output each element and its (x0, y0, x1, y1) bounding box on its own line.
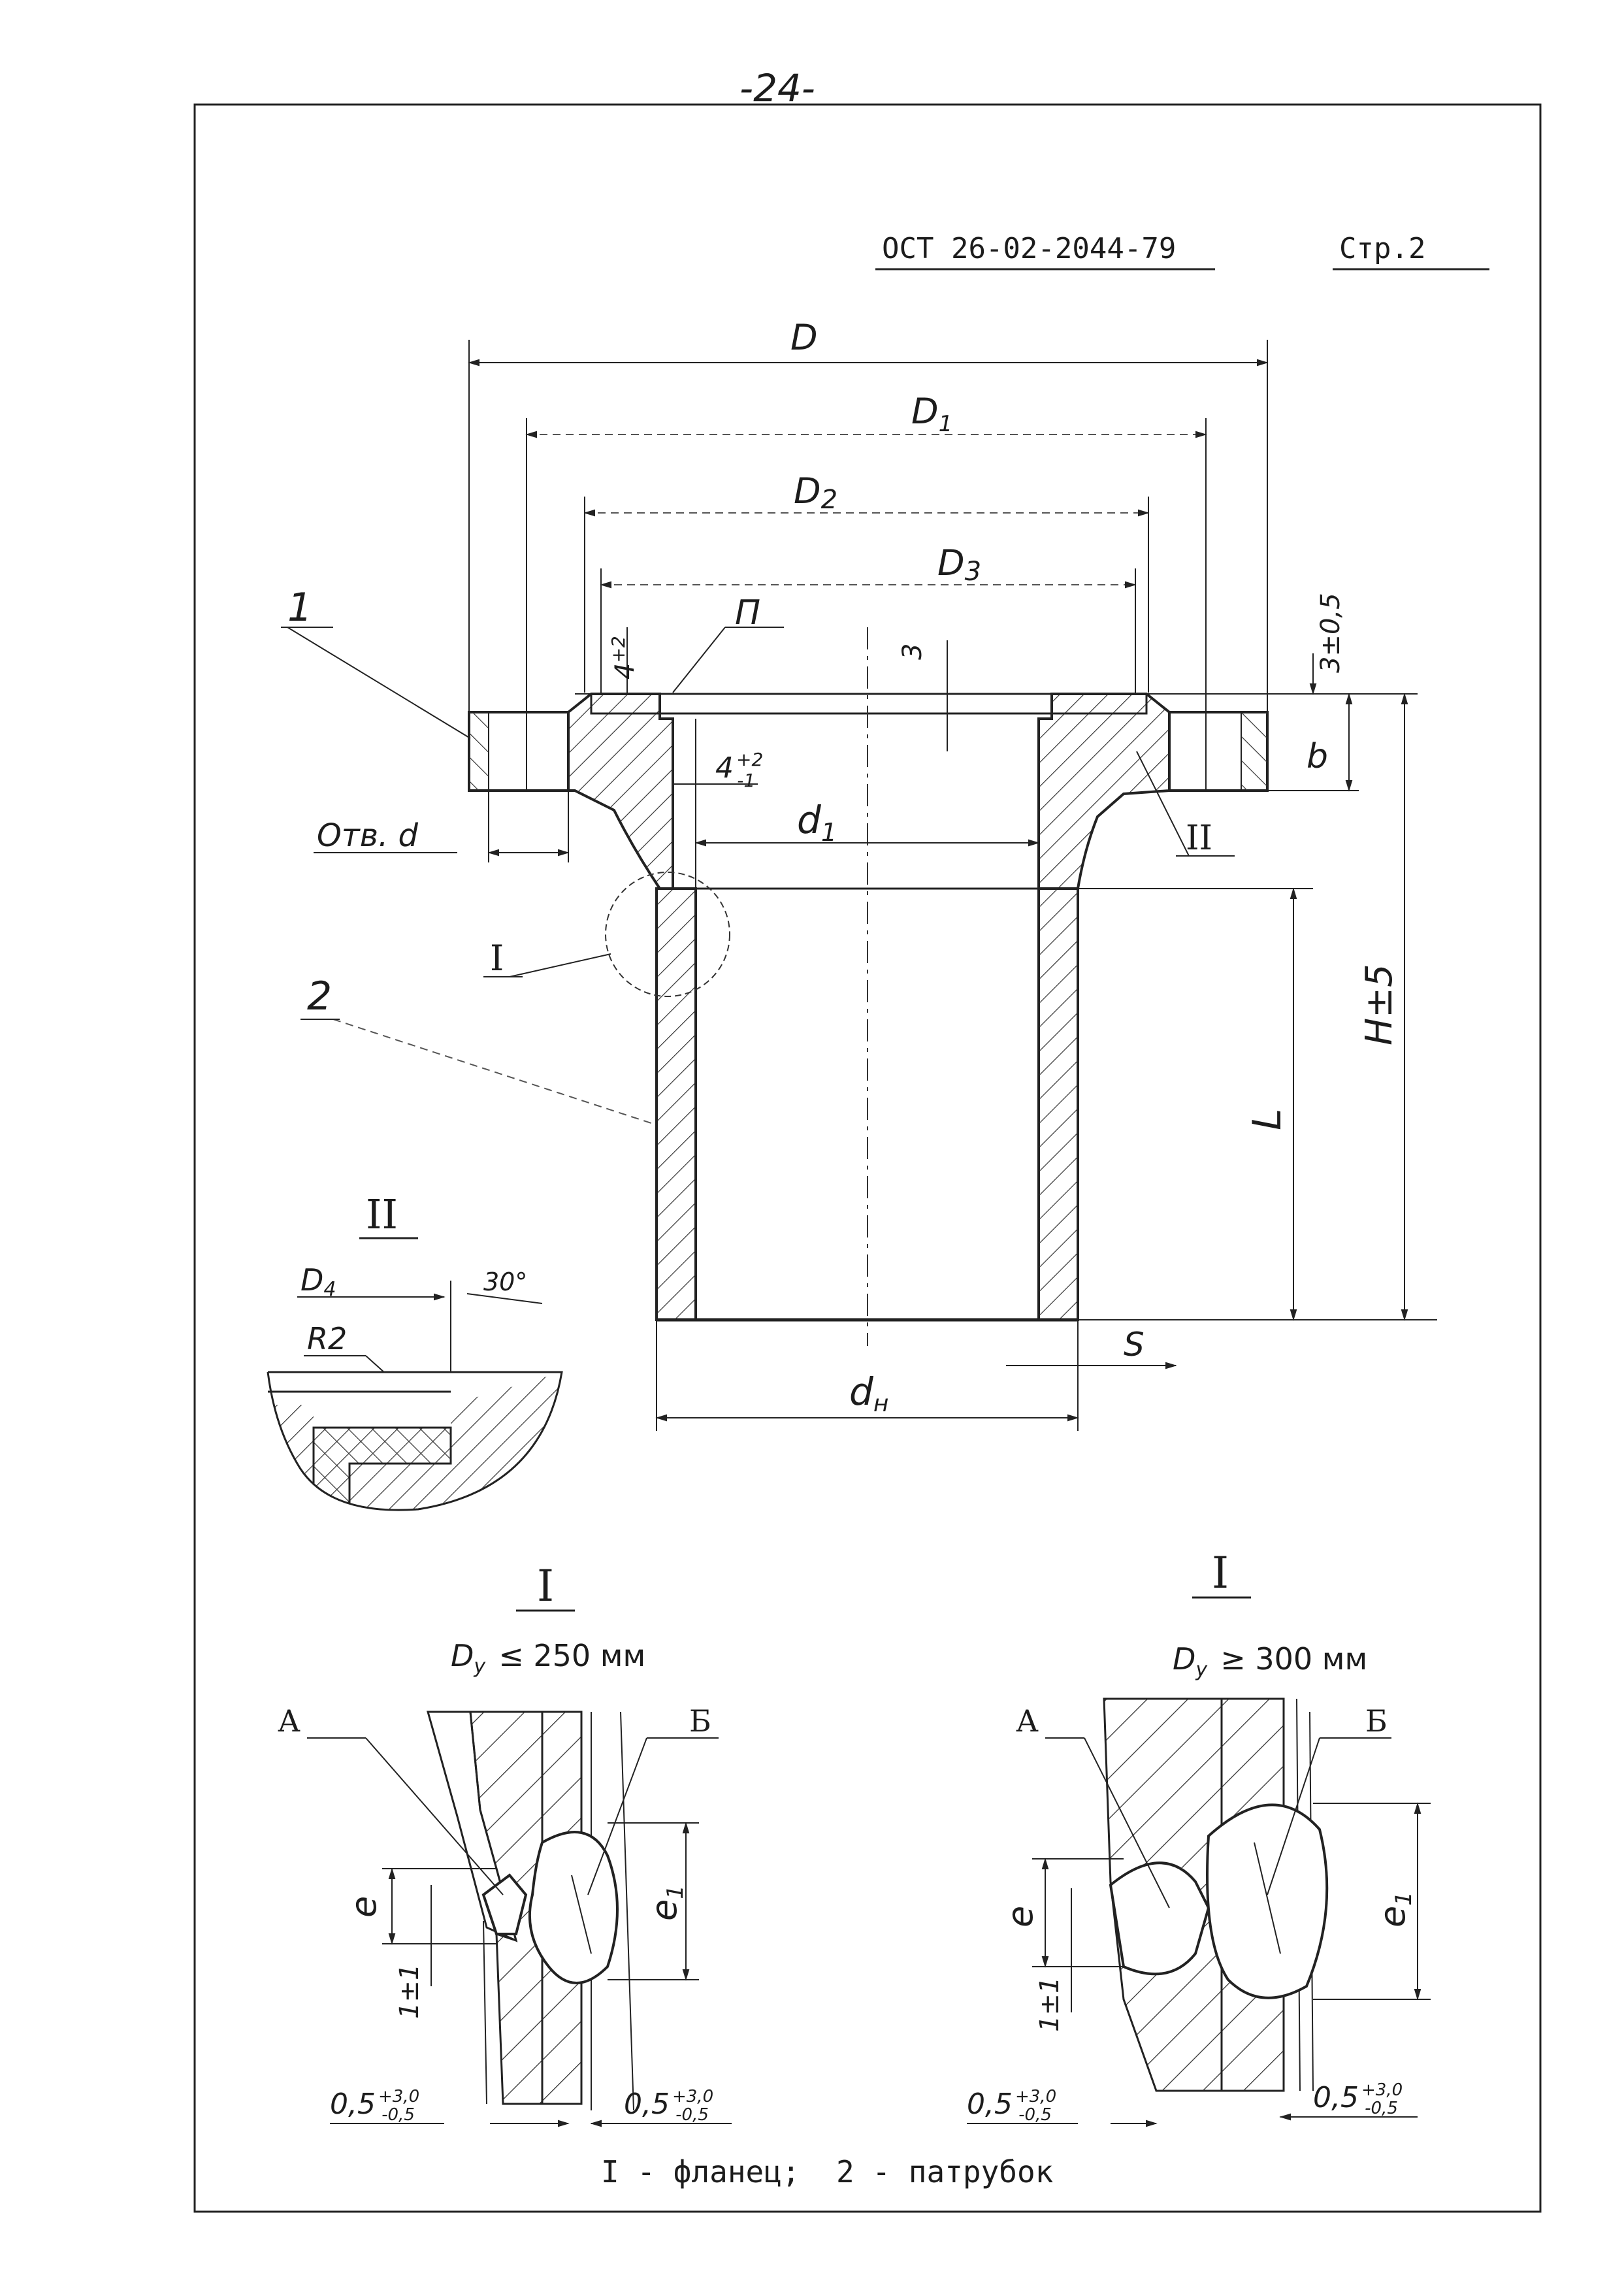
detail-left-gap-right: 0,5+3,0-0,5 (624, 2087, 713, 2125)
detail-right-e1: e1 (1372, 1892, 1417, 1927)
detail-left-one: 1±1 (395, 1964, 425, 2019)
detail-I-right: I Dу≥ 300 мм А Б e 1±1 e1 0,5+3,0-0,5 (967, 1548, 1431, 2127)
detail-right-weld-A (1109, 1861, 1210, 1976)
detail-right-condition: Dу≥ 300 мм (1173, 1641, 1367, 1681)
callout-detail-II: II (1186, 819, 1212, 858)
page-label: Стр.2 (1339, 232, 1425, 265)
page-number: -24- (739, 66, 815, 110)
detail-II-R2: R2 (307, 1321, 347, 1356)
dim-D2: D2 (794, 470, 837, 515)
detail-right-A: А (1016, 1703, 1039, 1739)
detail-left-condition: Dу≤ 250 мм (451, 1638, 645, 1678)
detail-left-e: e (343, 1896, 384, 1918)
dim-four-right: 4+2-1 (715, 749, 763, 791)
legend: I - фланец; 2 - патрубок (601, 2154, 1053, 2189)
dim-D1: D1 (911, 391, 952, 437)
dim-D: D (790, 317, 818, 358)
doc-code: ОСТ 26-02-2044-79 (882, 232, 1176, 265)
callout-detail-I: I (490, 938, 504, 979)
flange-left-ring-hatch (468, 712, 489, 791)
flange-right-section (1037, 693, 1171, 890)
pipe-wall-left (655, 887, 697, 1321)
flange-left-section (567, 693, 674, 890)
detail-right-weld-B (1206, 1803, 1329, 1999)
flange-top-plate (590, 693, 1148, 715)
dim-three: 3 (898, 644, 928, 660)
callout-pipe-num: 2 (307, 974, 332, 1019)
dim-H: H±5 (1358, 964, 1401, 1045)
dim-d1: d1 (797, 798, 837, 847)
detail-II-outline (267, 1371, 563, 1511)
drawing-frame (193, 103, 1542, 2213)
callout-detail-II-leader (1136, 751, 1190, 857)
callout-2-leader (333, 1019, 654, 1124)
detail-II-D4: D4 (300, 1262, 336, 1301)
detail-right-gap-left: 0,5+3,0-0,5 (967, 2087, 1056, 2125)
callout-1-leader (287, 627, 471, 739)
pipe-wall-right (1037, 887, 1079, 1321)
detail-right-B: Б (1365, 1703, 1388, 1739)
dim-L: L (1244, 1109, 1290, 1130)
detail-left-B: Б (689, 1703, 711, 1739)
dim-S: S (1124, 1326, 1145, 1364)
detail-II-title: II (366, 1190, 398, 1238)
detail-left-e1: e1 (643, 1885, 689, 1921)
detail-I-circle (605, 872, 730, 997)
dim-P: П (735, 593, 760, 632)
detail-I-left: I Dу≤ 250 мм А Б e 1±1 e1 0,5+3,0-0,5 (278, 1561, 732, 2127)
dim-hole-d: Отв. d (317, 817, 419, 854)
dim-D3: D3 (937, 542, 981, 587)
main-view: D D1 D2 D3 (281, 317, 1437, 1431)
detail-right-e: e (999, 1906, 1041, 1927)
dim-dn: dн (849, 1369, 888, 1417)
dim-b: b (1307, 737, 1328, 776)
flange-right-ring-hatch (1241, 712, 1268, 791)
detail-left-weld-B (528, 1831, 619, 1984)
detail-right-title: I (1212, 1548, 1229, 1598)
detail-left-title: I (537, 1561, 554, 1611)
detail-right-gap-right: 0,5+3,0-0,5 (1313, 2080, 1403, 2118)
detail-left-gap-left: 0,5+3,0-0,5 (330, 2087, 419, 2125)
detail-left-A: А (278, 1703, 300, 1739)
detail-left-weld-A (481, 1873, 528, 1935)
dim-four-top: 4+2 (608, 636, 640, 680)
detail-II: II D4 30° R2 (267, 1190, 563, 1511)
callout-flange-num: 1 (287, 585, 312, 631)
detail-II-angle: 30° (483, 1268, 527, 1296)
detail-right-one: 1±1 (1035, 1977, 1065, 2032)
dim-three-half: 3±0,5 (1316, 593, 1346, 673)
